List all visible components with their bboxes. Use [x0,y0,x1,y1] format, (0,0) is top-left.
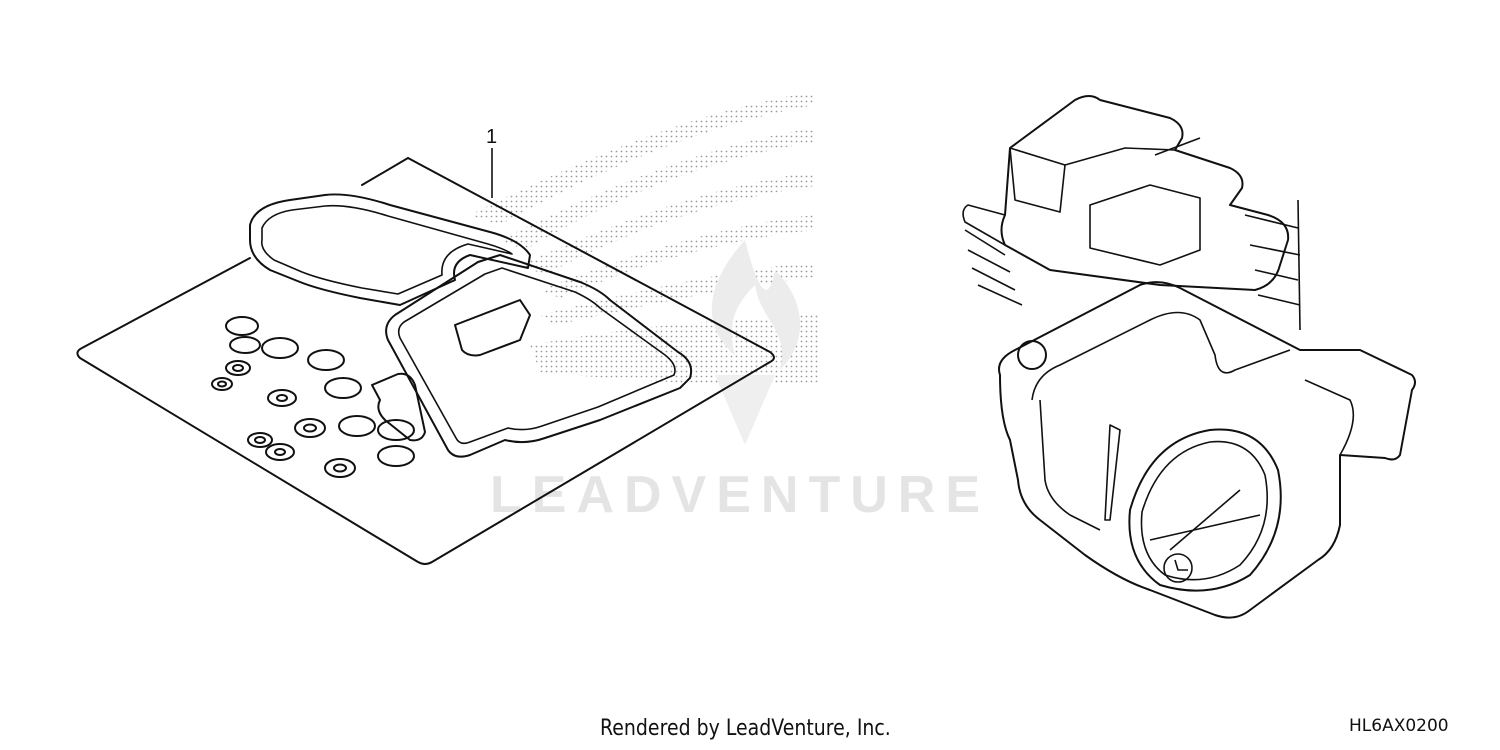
filler-cap [1017,340,1047,370]
flame-watermark-icon [711,240,801,445]
small-gasket [371,372,426,442]
engine-illustration [962,95,1416,619]
gasket-sheet [76,157,775,565]
footer-credit: Rendered by LeadVenture, Inc. [600,716,891,741]
watermark-text: LEADVENTURE [490,466,990,524]
leadventure-watermark: LEADVENTURE [490,240,990,524]
diagram-code: HL6AX0200 [1349,716,1449,736]
callout-number: 1 [486,126,497,148]
gasket-kit-illustration: 1 [76,126,775,565]
oil-pan-gasket [385,254,693,458]
crankcase-gasket [249,193,531,306]
o-ring-set [211,316,415,478]
